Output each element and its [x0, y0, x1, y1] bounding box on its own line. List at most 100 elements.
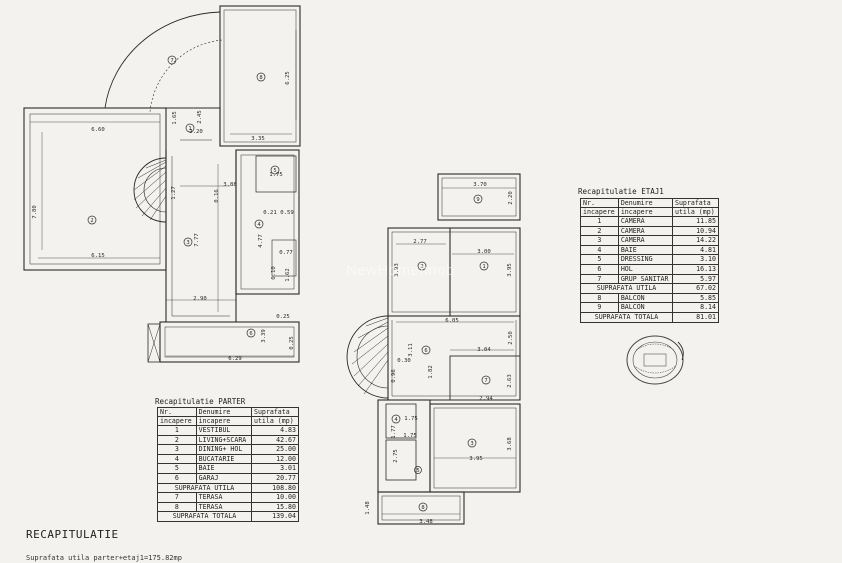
cell-nr: 8	[580, 292, 619, 304]
dimension-label: 7.77	[194, 233, 200, 246]
cell-area: 11.85	[671, 216, 720, 227]
dimension-label: 2.75	[393, 449, 399, 462]
dimension-label: 3.04	[477, 347, 491, 353]
dimension-label: 0.30	[397, 358, 410, 364]
dimension-label: 1.77	[391, 425, 397, 438]
cell-name: HOL	[617, 263, 673, 275]
dimension-label: 2.20	[508, 191, 514, 204]
util-value: 108.80	[250, 482, 300, 494]
dimension-label: 1.75	[269, 172, 282, 178]
dimension-label: 1.75	[403, 433, 416, 439]
cell-nr: 2	[157, 434, 197, 446]
dimension-label: 0.25	[276, 314, 289, 320]
col-denumire: Denumire	[617, 198, 673, 208]
cell-area: 16.13	[671, 263, 720, 275]
total-value: 81.01	[671, 311, 720, 323]
room-number: 8	[259, 75, 262, 81]
cell-name: BUCATARIE	[195, 453, 252, 465]
dimension-label: 2.63	[507, 374, 513, 387]
room-number: 2	[90, 218, 93, 224]
cell-name: BAIE	[617, 244, 673, 256]
dimension-label: 0.25	[289, 336, 295, 349]
dimension-label: 4.77	[258, 234, 264, 247]
table-parter-title: Recapitulatie PARTER	[155, 397, 246, 406]
room-number: 6	[249, 331, 252, 337]
dimension-label: 0.96	[391, 369, 397, 382]
dimension-label: 3.93	[394, 263, 400, 276]
cell-nr: 3	[580, 235, 619, 246]
cell-name: BAIE	[195, 463, 252, 474]
dimension-label: 0.10	[271, 266, 277, 279]
col-denumire: Denumire	[195, 407, 252, 417]
col-nr: Nr.	[157, 407, 197, 417]
cell-area: 15.80	[250, 501, 300, 513]
cell-name: CAMERA	[617, 225, 673, 237]
cell-nr: 6	[580, 263, 619, 275]
cell-nr: 5	[157, 463, 197, 474]
dimension-label: 0.77	[279, 250, 292, 256]
cell-name: BALCON	[617, 302, 673, 313]
dimension-label: 3.68	[507, 437, 513, 451]
dimension-label: 6.29	[228, 356, 241, 362]
room-number: 7	[170, 58, 173, 64]
cell-nr: 7	[580, 273, 619, 285]
cell-nr: 7	[157, 492, 197, 503]
cell-area: 14.22	[671, 235, 720, 246]
cell-name: TERASA	[195, 501, 252, 513]
cell-area: 4.81	[671, 244, 720, 256]
col-suprafata: Suprafata	[671, 198, 720, 208]
dimension-label: 2.20	[189, 129, 202, 135]
dimension-label: 2.45	[197, 110, 203, 123]
dimension-label: 2.50	[508, 331, 514, 344]
room-number: 7	[484, 378, 487, 384]
dimension-labels: 6.601.652.202.453.356.257.801.273.880.16…	[32, 71, 514, 525]
dimension-label: 1.62	[285, 268, 291, 281]
cell-name: TERASA	[195, 492, 252, 503]
recap-subtitle: Suprafata utila parter+etaj1=175.82mp	[26, 554, 182, 562]
cell-name: GARAJ	[195, 472, 252, 484]
col-nr-2: incapere	[157, 416, 197, 426]
room-number: 8	[421, 505, 424, 511]
dimension-label: 3.95	[507, 263, 513, 276]
cell-nr: 3	[157, 444, 197, 455]
dimension-label: 3.48	[419, 519, 433, 525]
cell-nr: 4	[157, 453, 197, 465]
dimension-label: 3.39	[261, 329, 267, 342]
util-label: SUPRAFATA UTILA	[157, 482, 252, 494]
dimension-label: 7.80	[32, 205, 38, 218]
dimension-label: 3.88	[223, 182, 237, 188]
cell-area: 3.10	[671, 254, 720, 265]
dimension-label: 0.21	[263, 210, 276, 216]
room-number: 1	[482, 264, 485, 270]
cell-area: 4.83	[250, 425, 300, 436]
cell-nr: 2	[580, 225, 619, 237]
cell-name: CAMERA	[617, 216, 673, 227]
col-suprafata-2: utila (mp)	[671, 207, 720, 217]
cell-area: 10.00	[250, 492, 300, 503]
dimension-label: 0.59	[280, 210, 293, 216]
dimension-label: 1.82	[428, 365, 434, 378]
util-label: SUPRAFATA UTILA	[580, 283, 673, 294]
col-suprafata-2: utila (mp)	[250, 416, 300, 426]
dimension-label: 6.05	[445, 318, 458, 324]
cell-nr: 1	[580, 216, 619, 227]
total-label: SUPRAFATA TOTALA	[157, 511, 252, 522]
dimension-label: 1.48	[365, 501, 371, 515]
room-number: 3	[186, 240, 189, 246]
col-suprafata: Suprafata	[250, 407, 300, 417]
cell-name: DINING+ HOL	[195, 444, 252, 455]
cell-area: 8.14	[671, 302, 720, 313]
